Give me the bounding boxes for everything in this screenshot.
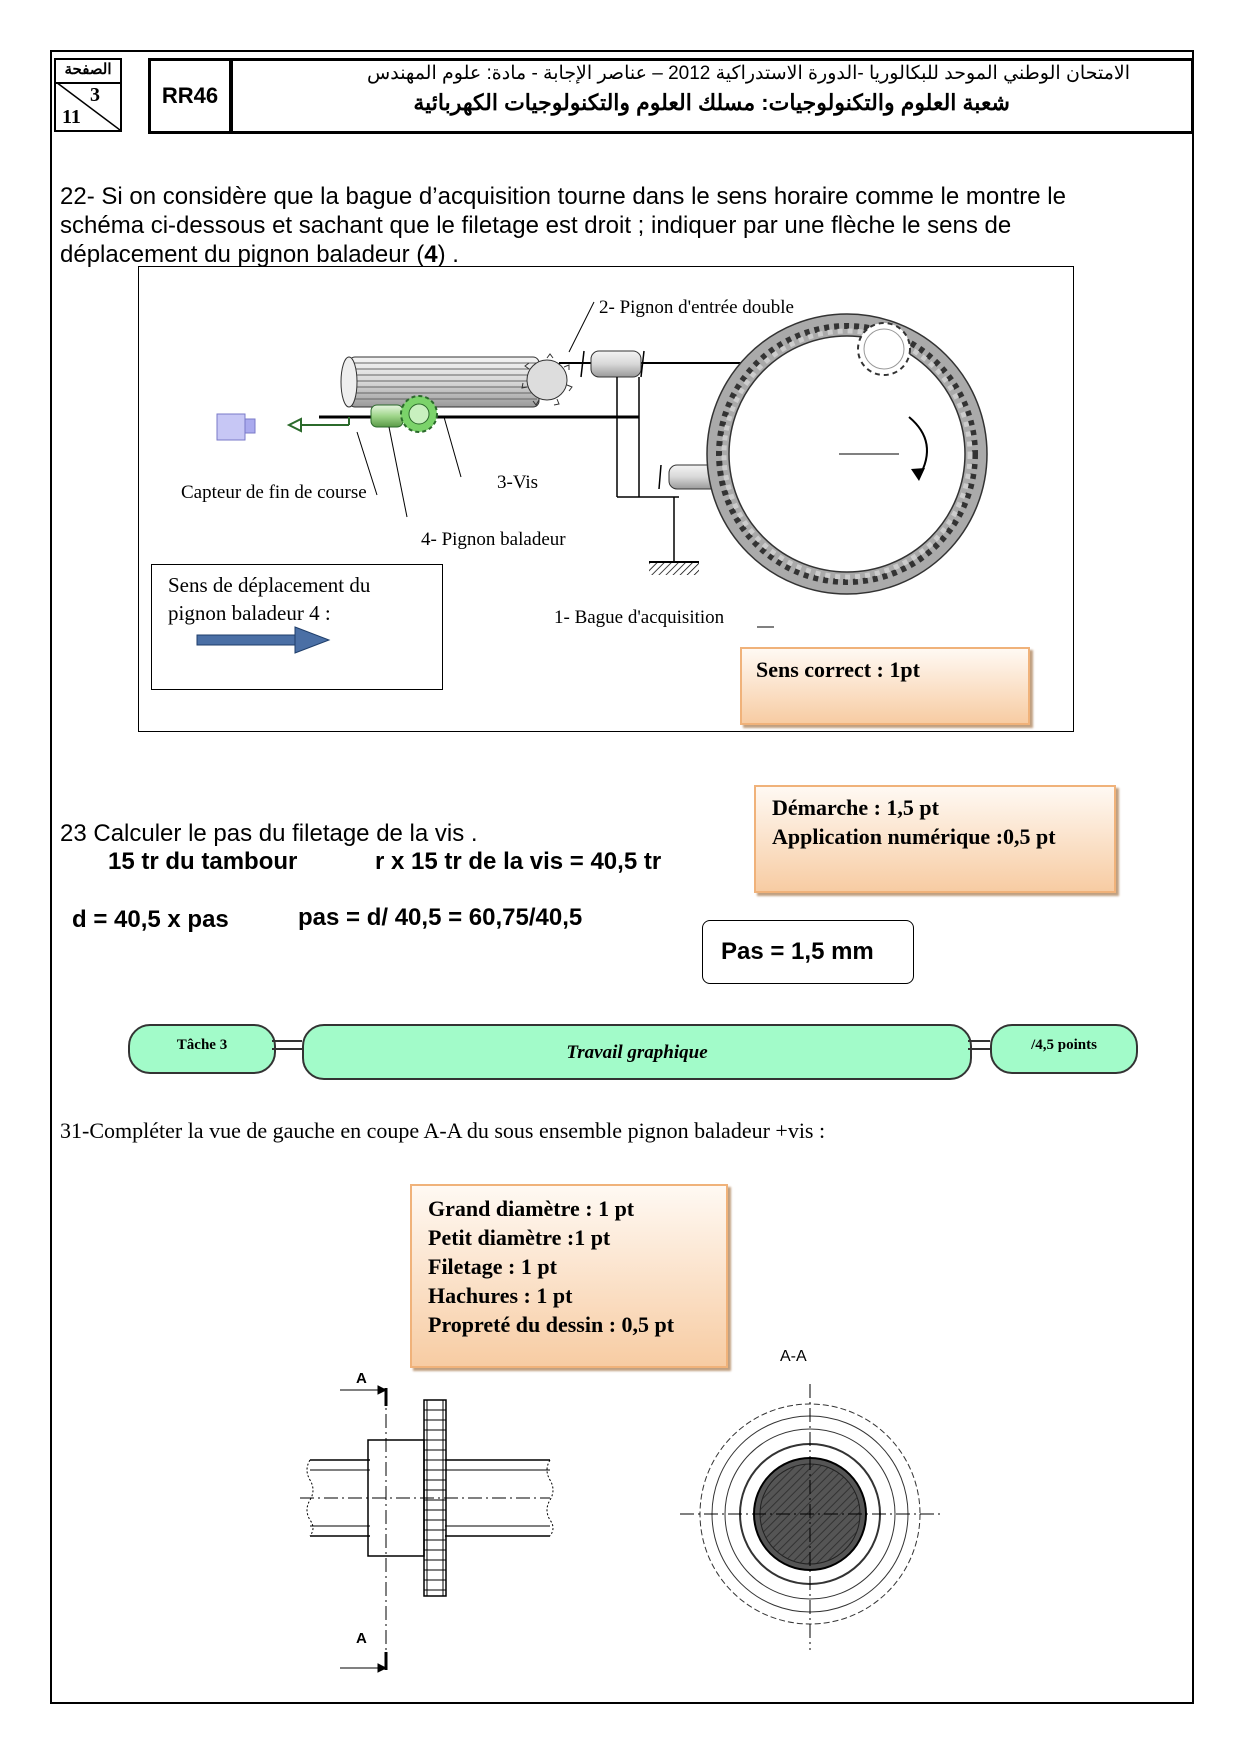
- answer-box-line1: Sens de déplacement du: [168, 573, 371, 597]
- page-diagonal: [56, 82, 120, 130]
- label-pignon-entree: 2- Pignon d'entrée double: [599, 297, 794, 318]
- limit-sensor: [216, 413, 350, 441]
- section-label-top: A: [356, 1370, 367, 1387]
- header-line1: الامتحان الوطني الموحد للبكالوريا -الدور…: [367, 63, 1130, 84]
- q23-calc-1a: 15 tr du tambour: [108, 848, 298, 875]
- label-vis: 3-Vis: [497, 472, 539, 493]
- score-grand-diametre: Grand diamètre : 1 pt: [428, 1196, 635, 1221]
- score-note-31: Grand diamètre : 1 pt Petit diamètre :1 …: [410, 1184, 728, 1368]
- score-note-23: Démarche : 1,5 pt Application numérique …: [754, 785, 1116, 893]
- task-title-pill: Travail graphique: [302, 1024, 972, 1080]
- page-frame: [50, 50, 1194, 1704]
- result-box: Pas = 1,5 mm: [702, 920, 914, 984]
- task-title: Travail graphique: [566, 1042, 708, 1063]
- section-label-bottom: A: [356, 1630, 367, 1647]
- q23-question: 23 Calculer le pas du filetage de la vis…: [60, 820, 478, 847]
- drum-gear: [340, 353, 573, 408]
- section-view-drawing: [680, 1384, 940, 1650]
- q31-question: 31-Compléter la vue de gauche en coupe A…: [60, 1118, 826, 1143]
- direction-arrow: [196, 626, 331, 654]
- q23-calc-2b: pas = d/ 40,5 = 60,75/40,5: [298, 904, 583, 931]
- exam-code: RR46: [148, 58, 232, 134]
- score-hachures: Hachures : 1 pt: [428, 1283, 573, 1308]
- q22-line3: déplacement du pignon baladeur (4) .: [60, 241, 459, 268]
- answer-box-line2: pignon baladeur 4 :: [168, 601, 331, 625]
- q22-line2: schéma ci-dessous et sachant que le file…: [60, 212, 1012, 239]
- task-connector-left: [272, 1040, 302, 1050]
- header-line2: شعبة العلوم والتكنولوجيات: مسلك العلوم و…: [413, 90, 1010, 115]
- label-bague: 1- Bague d'acquisition: [554, 607, 725, 628]
- answer-box: Sens de déplacement du pignon baladeur 4…: [151, 564, 443, 690]
- mechanism-diagram: 2- Pignon d'entrée double Capteur de fin…: [138, 266, 1074, 732]
- task-points-pill: /4,5 points: [990, 1024, 1138, 1074]
- score-line-application: Application numérique :0,5 pt: [772, 824, 1056, 849]
- section-view-label: A-A: [780, 1348, 807, 1365]
- page-number: 3: [90, 84, 100, 106]
- score-petit-diametre: Petit diamètre :1 pt: [428, 1225, 611, 1250]
- task-label: Tâche 3: [176, 1037, 228, 1053]
- label-pignon-baladeur: 4- Pignon baladeur: [421, 529, 566, 550]
- page-label: الصفحة: [56, 60, 120, 84]
- page-number-box: الصفحة 3 11: [54, 58, 122, 132]
- sliding-pinion: [370, 395, 438, 433]
- page-total: 11: [62, 106, 81, 128]
- q22-line1: 22- Si on considère que la bague d’acqui…: [60, 183, 1066, 210]
- acquisition-ring: [706, 313, 988, 595]
- side-view-drawing: [300, 1385, 554, 1673]
- score-proprete: Propreté du dessin : 0,5 pt: [428, 1312, 675, 1337]
- score-note-22: Sens correct : 1pt: [740, 647, 1030, 725]
- q23-calc-1b: r x 15 tr de la vis = 40,5 tr: [375, 848, 662, 875]
- score-line-demarche: Démarche : 1,5 pt: [772, 795, 939, 820]
- mechanism-drawing: [196, 301, 988, 654]
- task-connector-right: [968, 1040, 990, 1050]
- task-label-pill: Tâche 3: [128, 1024, 276, 1074]
- header-title-box: [230, 58, 1194, 134]
- q23-calc-2a: d = 40,5 x pas: [72, 906, 229, 933]
- score-filetage: Filetage : 1 pt: [428, 1254, 557, 1279]
- label-capteur: Capteur de fin de course: [181, 482, 367, 503]
- task-points: /4,5 points: [1031, 1037, 1097, 1053]
